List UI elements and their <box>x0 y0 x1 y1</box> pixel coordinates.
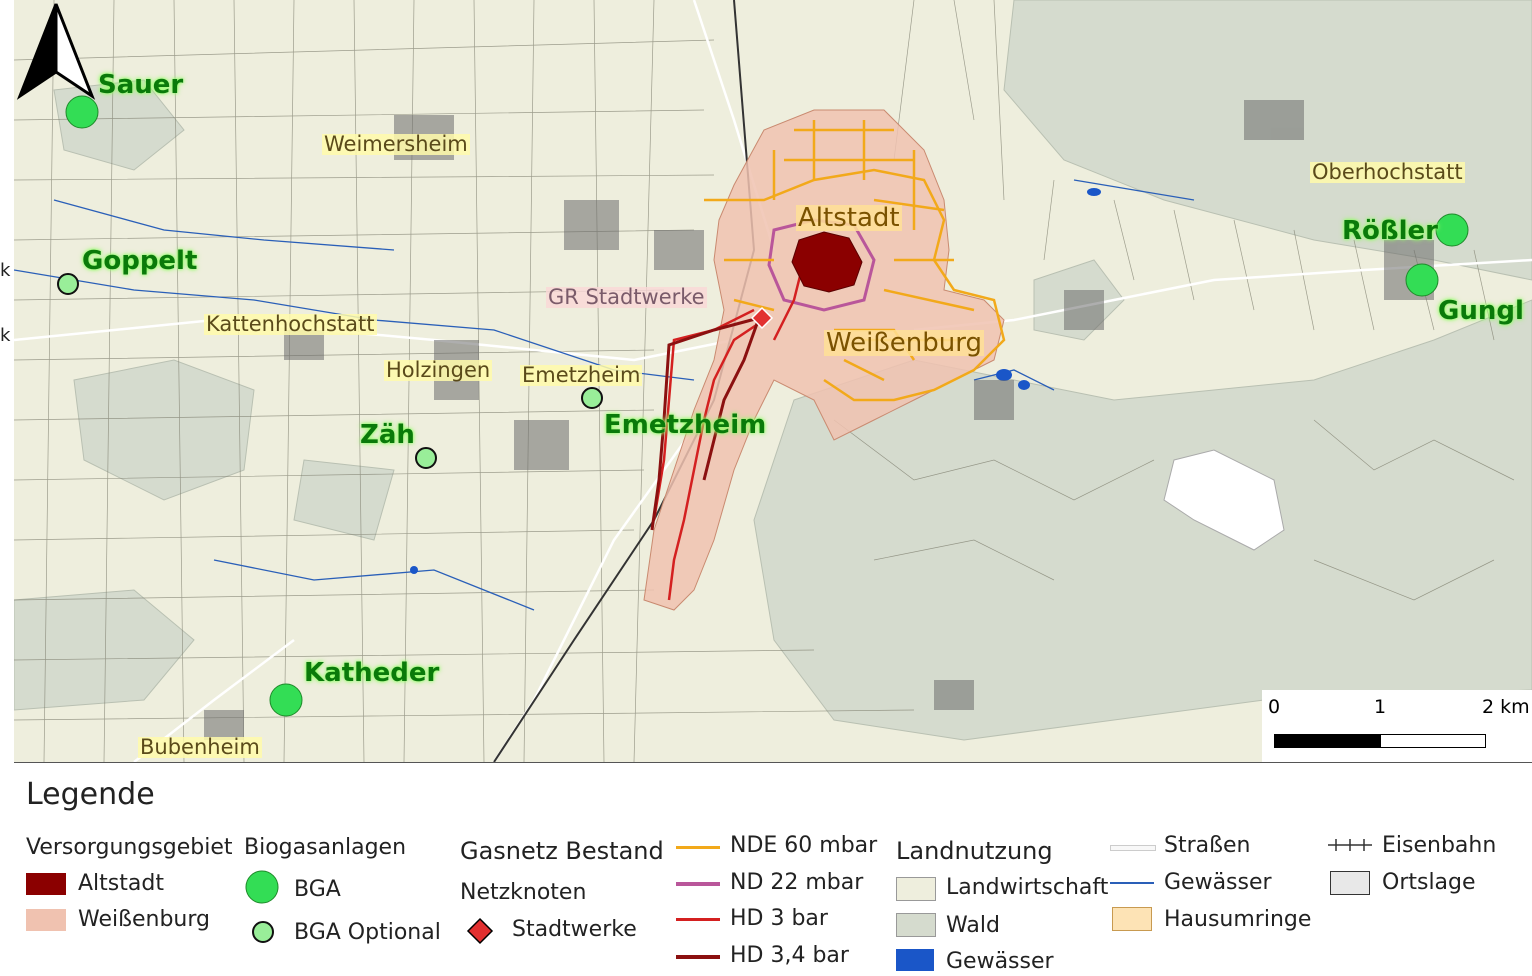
legend-swatch-nde <box>676 846 720 849</box>
legend-swatch-landwirtschaft <box>896 877 936 901</box>
hd34-pipes <box>650 316 761 531</box>
altstadt-area <box>791 231 863 293</box>
legend-swatch-bga-optional <box>252 921 274 943</box>
legend-heading-gasnetz: Gasnetz Bestand <box>460 837 664 865</box>
legend-label-weissenburg: Weißenburg <box>78 907 210 932</box>
bga-roessler <box>1435 213 1469 247</box>
legend-label-bga-optional: BGA Optional <box>294 920 441 945</box>
legend-swatch-altstadt <box>26 873 66 895</box>
weissenburg-area <box>643 109 1005 611</box>
nde-pipes <box>704 120 1006 402</box>
scale-tick-1: 1 <box>1374 696 1387 718</box>
legend-swatch-bga <box>245 870 279 904</box>
bga-label-emetzheim: Emetzheim <box>604 410 767 440</box>
legend-heading-biogas: Biogasanlagen <box>244 835 407 860</box>
legend-label-gewaesser-area: Gewässer <box>946 949 1054 974</box>
scale-bar: 0 1 2 km <box>1262 690 1532 762</box>
place-label-holzingen: Holzingen <box>384 358 493 382</box>
legend-swatch-ortslage <box>1330 871 1370 895</box>
legend-swatch-hausumringe <box>1112 907 1152 931</box>
place-label-weimersheim: Weimersheim <box>322 132 470 156</box>
bga-sauer <box>65 95 99 129</box>
legend-label-landwirtschaft: Landwirtschaft <box>946 875 1109 900</box>
bga-label-zaeh: Zäh <box>360 420 415 450</box>
legend-title: Legende <box>26 777 155 812</box>
map-canvas[interactable]: Weimersheim Kattenhochstatt Holzingen Em… <box>14 0 1532 763</box>
area-label-altstadt: Altstadt <box>796 203 902 233</box>
legend-swatch-eisenbahn <box>1328 839 1372 851</box>
legend-label-wald: Wald <box>946 913 1000 938</box>
legend-swatch-nd <box>676 882 720 886</box>
scale-tick-0: 0 <box>1268 696 1281 718</box>
legend-heading-landnutzung: Landnutzung <box>896 837 1053 865</box>
legend-swatch-gewaesser-line <box>1110 882 1154 884</box>
place-label-kattenhochstatt: Kattenhochstatt <box>204 312 377 336</box>
scale-segment-white <box>1380 734 1486 748</box>
area-label-weissenburg: Weißenburg <box>824 328 984 358</box>
field-boundaries <box>14 0 1515 762</box>
bga-label-sauer: Sauer <box>98 70 184 100</box>
legend-label-eisenbahn: Eisenbahn <box>1382 833 1497 858</box>
legend-label-nde: NDE 60 mbar <box>730 833 878 858</box>
legend-swatch-hd3 <box>676 918 720 921</box>
clearing <box>1163 449 1285 551</box>
legend-swatch-stadtwerke <box>466 917 494 945</box>
stadtwerke-label: GR Stadtwerke <box>546 285 707 309</box>
legend-heading-versorgungsgebiet: Versorgungsgebiet <box>26 835 233 860</box>
water-bodies <box>410 188 1101 574</box>
place-label-oberhochstatt: Oberhochstatt <box>1310 160 1465 184</box>
scale-segment-black <box>1274 734 1380 748</box>
legend-label-bga: BGA <box>294 877 341 902</box>
bga-markers <box>57 95 1469 717</box>
cropped-edge-text: k k <box>0 260 11 346</box>
legend-label-strassen: Straßen <box>1164 833 1251 858</box>
bga-label-roessler: Rößler <box>1342 216 1438 246</box>
place-label-emetzheim: Emetzheim <box>520 363 643 387</box>
legend-swatch-gewaesser-area <box>896 949 934 971</box>
place-label-bubenheim: Bubenheim <box>138 735 262 759</box>
legend-label-hausumringe: Hausumringe <box>1164 907 1312 932</box>
legend-swatch-weissenburg <box>26 909 66 931</box>
bga-label-goppelt: Goppelt <box>82 246 198 276</box>
scale-tick-2: 2 km <box>1482 696 1530 718</box>
legend-label-altstadt: Altstadt <box>78 871 164 896</box>
legend-label-hd3: HD 3 bar <box>730 906 828 931</box>
legend: Legende Versorgungsgebiet Altstadt Weiße… <box>0 763 1532 976</box>
legend-label-nd: ND 22 mbar <box>730 870 864 895</box>
legend-swatch-wald <box>896 913 936 937</box>
bga-label-katheder: Katheder <box>304 658 440 688</box>
legend-label-ortslage: Ortslage <box>1382 870 1476 895</box>
bga-zaeh <box>415 447 437 469</box>
bga-gungl <box>1405 263 1439 297</box>
bga-emetzheim <box>581 387 603 409</box>
north-arrow-icon <box>16 3 96 100</box>
legend-label-hd34: HD 3,4 bar <box>730 943 849 968</box>
legend-swatch-strassen <box>1110 845 1156 851</box>
legend-subheading-netzknoten: Netzknoten <box>460 880 587 905</box>
stadtwerke-node <box>750 306 774 330</box>
legend-swatch-hd34 <box>676 955 720 959</box>
legend-label-gewaesser-line: Gewässer <box>1164 870 1272 895</box>
bga-katheder <box>269 683 303 717</box>
forest-areas <box>14 0 1532 741</box>
legend-label-stadtwerke: Stadtwerke <box>512 917 637 942</box>
bga-label-gungl: Gungl <box>1438 296 1524 326</box>
bga-goppelt <box>57 273 79 295</box>
map-graphics <box>14 0 1532 762</box>
